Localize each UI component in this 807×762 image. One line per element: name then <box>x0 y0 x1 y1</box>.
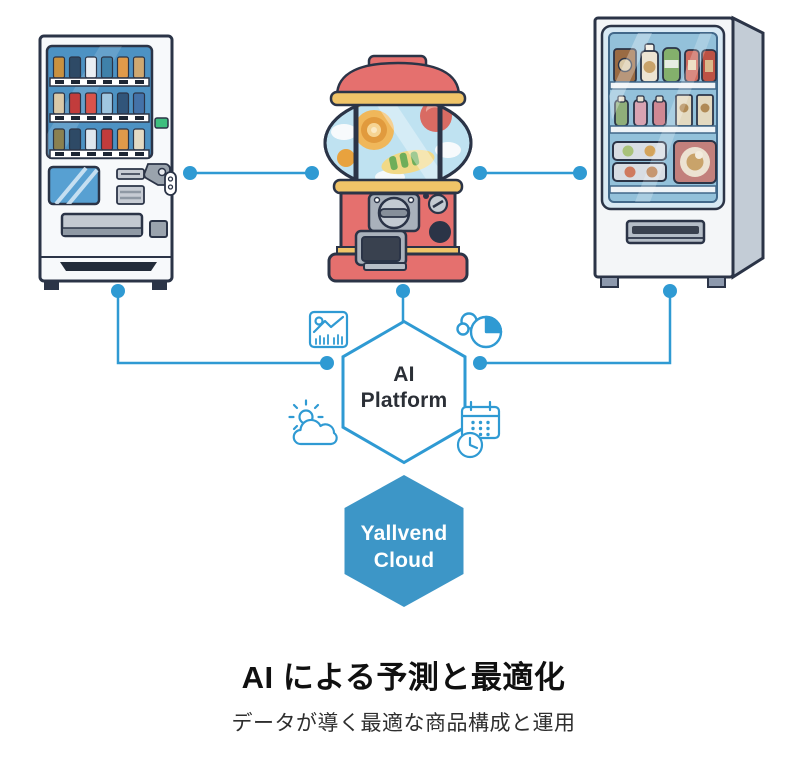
dispense-tray <box>60 212 144 238</box>
sales-chart-icon <box>308 310 349 349</box>
capsule-outlet <box>354 229 408 271</box>
connector-dots <box>111 166 677 370</box>
yallvend-cloud-label: Yallvend Cloud <box>324 520 484 574</box>
dispense-slot <box>625 219 706 245</box>
side-button <box>149 220 168 238</box>
calendar-clock-icon <box>456 400 501 459</box>
price-medallion <box>429 221 451 243</box>
screen-reflection <box>54 167 99 204</box>
yallvend-cloud-label-line1: Yallvend <box>360 522 448 545</box>
machine-feet <box>44 281 167 290</box>
ai-platform-hexagon <box>341 319 467 465</box>
window-reflection <box>609 33 712 202</box>
machine-feet <box>600 276 726 288</box>
drink-row-3 <box>52 128 146 151</box>
connector-lines <box>116 171 672 365</box>
top-band <box>329 90 467 107</box>
drink-row-2 <box>52 92 146 115</box>
bottom-slot <box>60 262 157 271</box>
food-vending-machine <box>593 15 765 288</box>
key-lock <box>164 171 177 196</box>
caption-subtitle: データが導く最適な商品構成と運用 <box>231 712 576 735</box>
food-row-2 <box>614 94 714 127</box>
turn-knob <box>367 192 421 233</box>
drink-shelves <box>49 77 150 159</box>
dome <box>335 61 461 98</box>
ai-platform-label: AI Platform <box>324 362 484 414</box>
weather-icon <box>288 399 338 446</box>
yallvend-cloud-hexagon <box>344 475 464 607</box>
capsule-toy-machine <box>323 54 473 283</box>
coin-dial <box>423 193 449 215</box>
beverage-vending-machine <box>38 34 177 290</box>
food-row-3 <box>612 140 717 184</box>
window-shelves <box>609 81 717 194</box>
yallvend-cloud-label-line2: Cloud <box>373 549 435 572</box>
machine-side <box>731 15 765 280</box>
caption-title: AI による予測と最適化 <box>241 660 566 695</box>
green-indicator <box>154 117 169 129</box>
ai-platform-label-line1: AI <box>393 363 415 386</box>
ai-platform-label-line2: Platform <box>360 389 448 412</box>
drink-row-1 <box>52 56 146 79</box>
bottom-band <box>332 178 464 195</box>
pie-chart-cloud-icon <box>456 312 503 349</box>
coin-slot <box>116 168 145 205</box>
